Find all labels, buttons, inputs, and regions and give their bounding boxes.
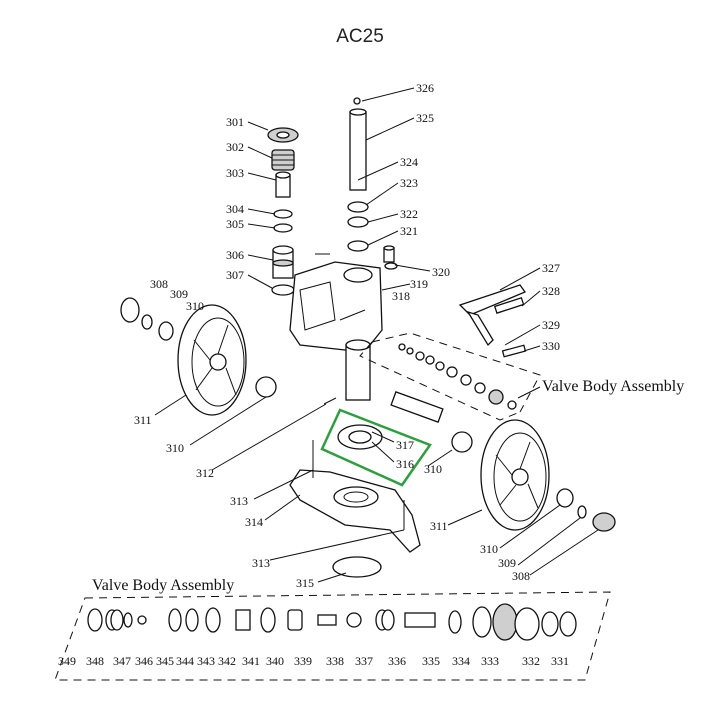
pump-body-housing [289,261,383,401]
label-310-lower: 310 [166,441,184,455]
label-326: 326 [416,81,434,95]
label-343: 343 [197,654,215,668]
release-lever [458,284,527,358]
label-335: 335 [422,654,440,668]
label-339: 339 [294,654,312,668]
label-315: 315 [296,576,314,590]
label-327: 327 [542,261,560,275]
label-309-left: 309 [170,287,188,301]
part-labels: 301 302 303 304 305 306 307 308 309 310 … [92,81,684,594]
label-331: 331 [551,654,569,668]
right-wheel [390,391,616,532]
base-frame [289,440,421,578]
pump-piston-stack [267,127,299,296]
label-312: 312 [196,466,214,480]
label-310-left: 310 [186,299,204,313]
diagram-title: AC25 [336,26,384,47]
bottom-row-labels: 349 348 347 346 345 344 343 342 341 340 … [58,654,569,668]
label-332: 332 [522,654,540,668]
label-334: 334 [452,654,470,668]
highlighted-part-316 [320,408,432,487]
label-344: 344 [176,654,194,668]
assembly-boundaries [54,332,611,681]
label-342: 342 [218,654,236,668]
label-349: 349 [58,654,76,668]
label-307: 307 [226,268,244,282]
valve-assembly-row [87,603,577,641]
label-346: 346 [135,654,153,668]
label-328: 328 [542,284,560,298]
label-303: 303 [226,166,244,180]
label-325: 325 [416,111,434,125]
label-333: 333 [481,654,499,668]
label-319: 319 [410,277,428,291]
label-302: 302 [226,140,244,154]
label-316: 316 [396,457,414,471]
label-318: 318 [392,289,410,303]
label-313-upper: 313 [230,494,248,508]
leader-lines [154,87,599,583]
label-329: 329 [542,318,560,332]
label-341: 341 [242,654,260,668]
valve-body-small-parts [398,343,517,410]
label-308-left: 308 [150,277,168,291]
label-304: 304 [226,202,244,216]
label-314: 314 [245,515,263,529]
label-317: 317 [396,438,414,452]
label-322: 322 [400,207,418,221]
label-310-lower-right: 310 [480,542,498,556]
left-wheel [120,297,337,416]
label-305: 305 [226,217,244,231]
label-313-lower: 313 [252,556,270,570]
valve-body-assembly-heading: Valve Body Assembly [92,577,234,594]
label-308-right: 308 [512,569,530,583]
label-310-right: 310 [424,462,442,476]
label-347: 347 [113,654,131,668]
label-345: 345 [156,654,174,668]
label-311-right: 311 [430,519,448,533]
label-321: 321 [400,224,418,238]
label-337: 337 [355,654,373,668]
label-338: 338 [326,654,344,668]
label-336: 336 [388,654,406,668]
label-301: 301 [226,115,244,129]
shaft-stack [315,97,398,270]
label-309-right: 309 [498,556,516,570]
label-311-left: 311 [134,413,152,427]
label-323: 323 [400,176,418,190]
label-306: 306 [226,248,244,262]
label-330: 330 [542,339,560,353]
label-324: 324 [400,155,418,169]
valve-body-assembly-callout: Valve Body Assembly [542,378,684,395]
label-348: 348 [86,654,104,668]
label-320: 320 [432,265,450,279]
label-340: 340 [266,654,284,668]
